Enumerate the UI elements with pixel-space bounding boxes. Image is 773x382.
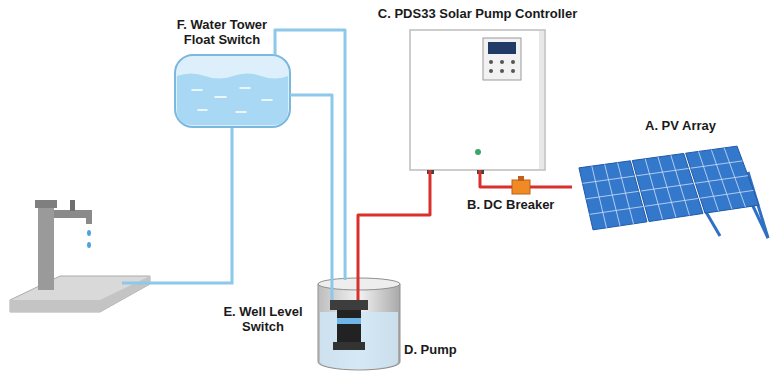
dc-breaker <box>512 176 530 194</box>
faucet-slab-face <box>10 276 150 312</box>
component-node: C. PDS33 Solar Pump Controller <box>410 30 545 170</box>
pump <box>330 300 368 350</box>
component-node: D. Pump <box>326 300 372 352</box>
component-label: A. PV Array <box>645 118 716 133</box>
component-node: E. Well Level SwitchD. Pump <box>318 280 400 370</box>
component-label: D. Pump <box>404 342 457 357</box>
pump-base <box>333 342 365 350</box>
solar-panel <box>686 146 759 213</box>
pump-controller <box>410 30 545 174</box>
water-ripples <box>192 88 272 112</box>
brand-logo <box>475 149 481 155</box>
tank-outline <box>175 55 290 127</box>
power-cable <box>530 186 572 189</box>
faucet <box>10 200 150 312</box>
component-node: B. DC Breaker <box>512 180 530 194</box>
controller-housing <box>410 30 545 170</box>
breaker-lever <box>518 176 524 181</box>
water-pipe <box>122 127 232 283</box>
pv-array <box>579 146 768 238</box>
faucet-cap <box>35 200 57 208</box>
pump-band <box>337 318 361 324</box>
water-tower <box>175 55 290 127</box>
water-drop <box>87 242 91 248</box>
breaker-body <box>512 180 530 194</box>
component-node: F. Water Tower Float Switch <box>175 55 290 127</box>
array-leg <box>706 212 720 236</box>
power-cable <box>480 170 512 187</box>
pipe-line <box>290 95 332 300</box>
panel-grid <box>582 163 642 228</box>
display-screen <box>488 42 516 54</box>
power-cable <box>358 170 430 300</box>
faucet-handle <box>70 200 75 211</box>
component-node: A. PV Array <box>572 140 767 235</box>
keypad-panel <box>483 38 521 80</box>
faucet-post <box>38 206 54 290</box>
array-leg <box>752 204 768 238</box>
component-label: F. Water Tower Float Switch <box>162 17 282 47</box>
component-label: E. Well Level Switch <box>218 304 308 334</box>
component-label: C. PDS33 Solar Pump Controller <box>348 6 608 21</box>
faucet-slab <box>10 276 150 312</box>
faucet-spout <box>54 210 92 224</box>
keypad-buttons <box>489 60 515 73</box>
component-label: B. DC Breaker <box>467 197 554 212</box>
water-drop <box>87 230 91 236</box>
pipe-line <box>275 30 345 280</box>
pump-body <box>337 310 361 342</box>
panel-grid <box>690 148 753 211</box>
controller-side <box>539 31 544 169</box>
pump-head <box>330 300 368 310</box>
tank-water <box>177 74 288 126</box>
